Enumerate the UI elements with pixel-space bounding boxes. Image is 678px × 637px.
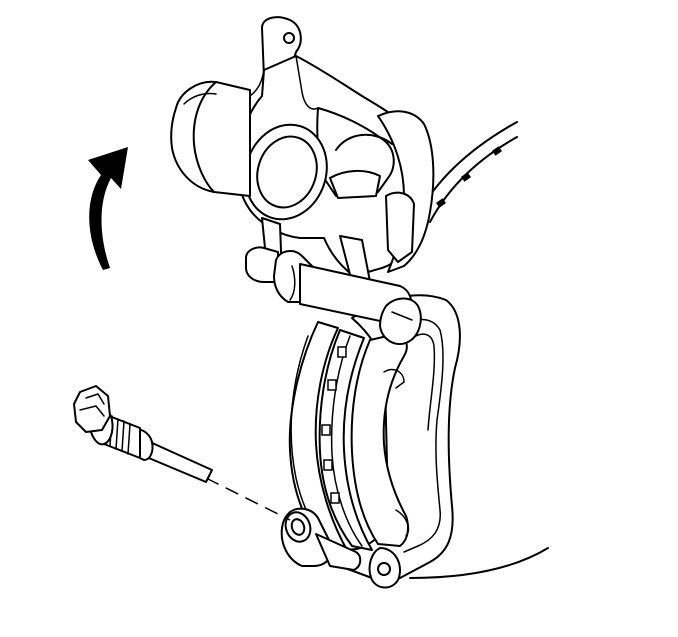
pad-tab xyxy=(330,492,340,504)
pad-tab xyxy=(321,424,331,436)
rotor-notch xyxy=(461,172,471,182)
caliper-body xyxy=(170,16,435,293)
pad-tab xyxy=(337,346,347,358)
piston-tabs xyxy=(321,346,347,504)
rotor-notch xyxy=(492,146,502,156)
curved-arrow-up-icon xyxy=(88,147,128,270)
rotor-notch xyxy=(436,198,446,208)
rotor-notches xyxy=(436,146,502,208)
pad-tab xyxy=(323,459,333,471)
guide-pin-bolt-icon xyxy=(73,385,291,521)
upper-guide-pin xyxy=(245,246,422,345)
lower-guide-pin-bushing xyxy=(280,507,362,571)
caliper-bracket xyxy=(311,294,461,589)
pad-tab xyxy=(327,379,337,391)
brake-pads xyxy=(288,321,410,553)
